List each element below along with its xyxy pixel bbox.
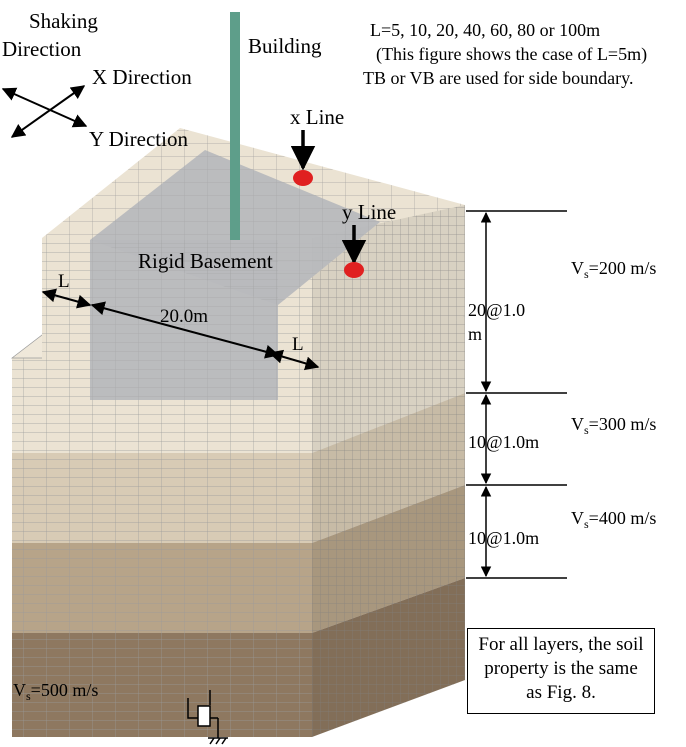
layer-300-thickness: 10@1.0m (468, 432, 539, 452)
shaking-title-line2: Direction (2, 37, 82, 61)
case-note-line3: TB or VB are used for side boundary. (363, 68, 633, 88)
footnote-box: For all layers, the soil property is the… (467, 628, 655, 714)
width-dimension-arrow (90, 301, 280, 359)
layer-400-thickness: 10@1.0m (468, 528, 539, 548)
basement-width-label: 20.0m (160, 306, 208, 327)
front-grid (12, 358, 312, 737)
case-note-line2: (This figure shows the case of L=5m) (376, 44, 647, 65)
layer-400-vs: Vs=400 m/s (571, 508, 656, 531)
layer-500-vs: Vs=500 m/s (13, 680, 98, 703)
building-column (230, 12, 240, 240)
building-label: Building (248, 34, 322, 58)
thickness-dimensions (466, 210, 567, 579)
shaking-direction-icon (1, 85, 88, 138)
left-margin-label: L (58, 271, 70, 292)
y-line-label: y Line (342, 200, 396, 224)
x-line-marker (290, 130, 316, 186)
layer-200-vs: Vs=200 m/s (571, 258, 656, 281)
y-direction-label: Y Direction (89, 127, 188, 151)
y-line-marker (341, 225, 367, 278)
shaking-title-line1: Shaking (29, 9, 98, 33)
x-line-point (293, 170, 313, 186)
layer-200-thickness: 20@1.0 (468, 300, 525, 320)
rigid-basement-label: Rigid Basement (138, 249, 273, 273)
layer-300-vs: Vs=300 m/s (571, 414, 656, 437)
left-margin-arrow (41, 288, 92, 309)
x-direction-label: X Direction (92, 65, 192, 89)
y-line-point (344, 262, 364, 278)
dashpot-icon (187, 690, 228, 745)
right-margin-label: L (292, 334, 304, 355)
case-note-line1: L=5, 10, 20, 40, 60, 80 or 100m (370, 20, 600, 40)
right-margin-arrow (268, 349, 320, 371)
layer-200-thickness-unit: m (468, 324, 482, 344)
x-line-label: x Line (290, 105, 344, 129)
